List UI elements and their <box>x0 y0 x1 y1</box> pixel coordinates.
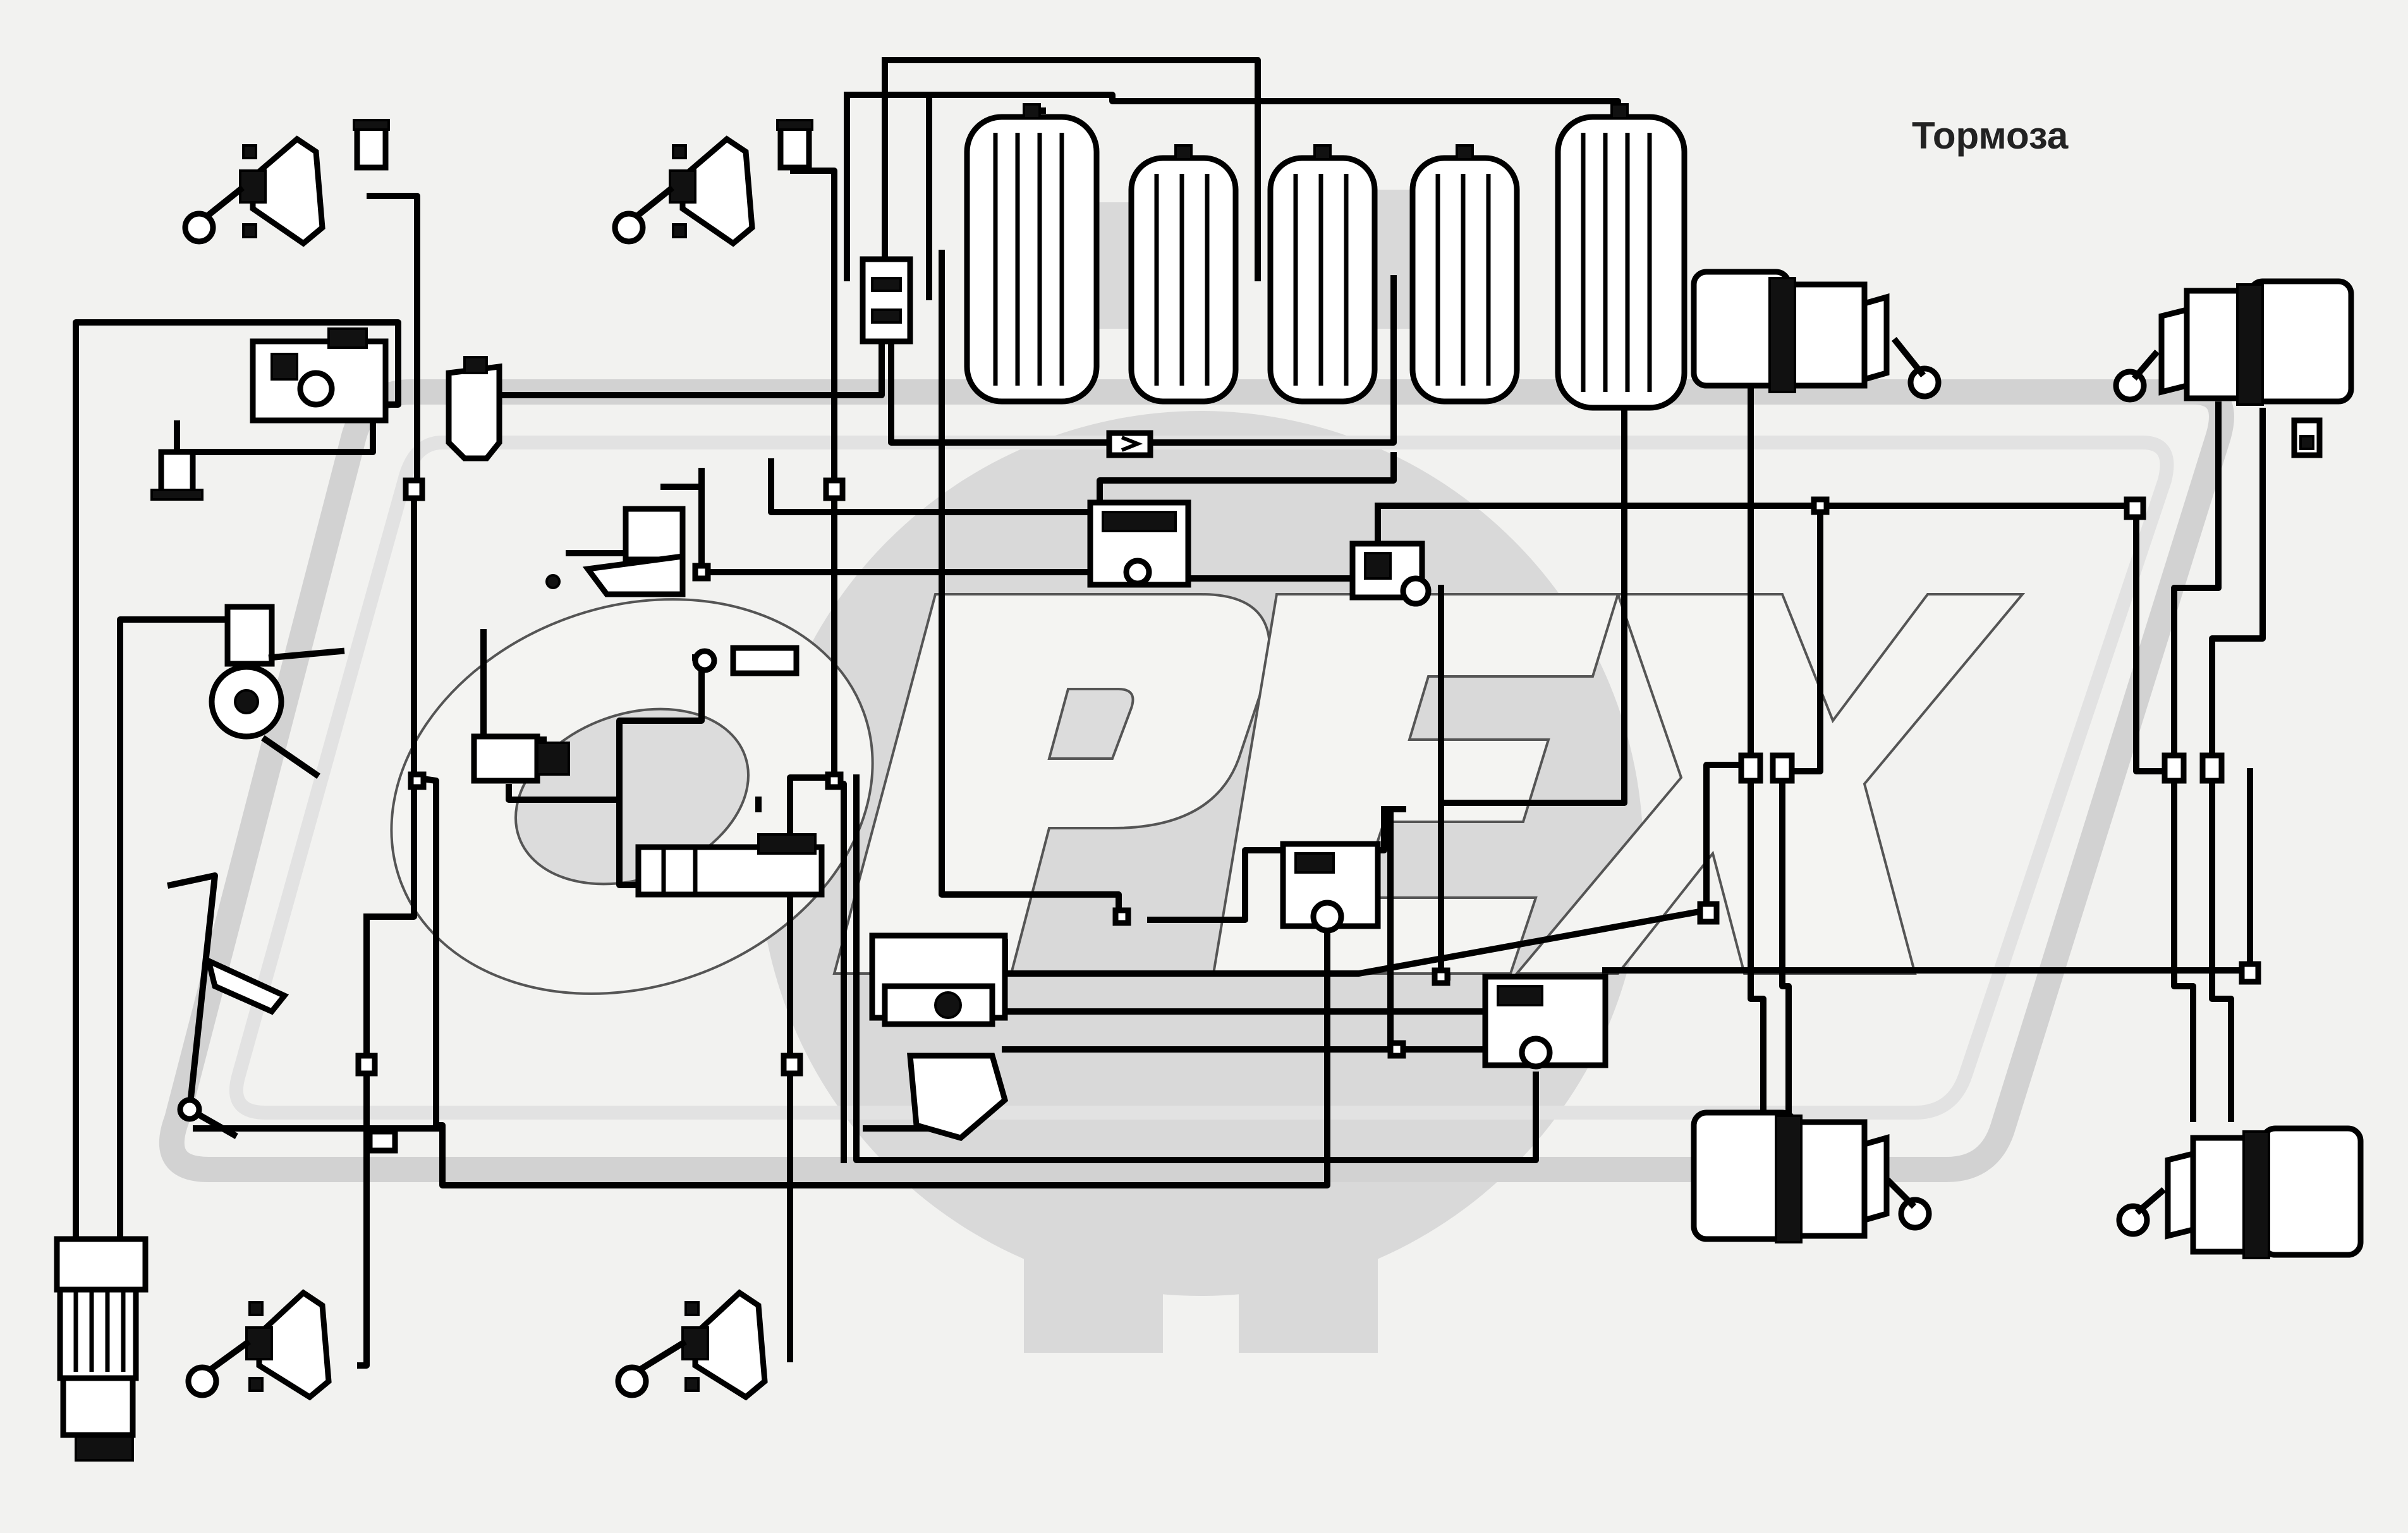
air-tank-2 <box>1128 144 1239 405</box>
air-tank-4 <box>1409 144 1520 405</box>
air-tank-3 <box>1267 144 1378 405</box>
brake-chamber-front-left-top <box>182 135 325 247</box>
warning-switch <box>2291 417 2323 458</box>
air-tank-5 <box>1555 103 1687 411</box>
relay-valve-right <box>1349 541 1432 607</box>
parking-brake-valve <box>471 733 570 784</box>
spring-brake-chamber-rear-2 <box>2113 278 2354 406</box>
brake-chamber-front-right-top <box>612 135 755 247</box>
relay-valve-left <box>1087 499 1191 588</box>
wheel-valve-right-top <box>776 119 813 171</box>
pneumatic-cylinder <box>635 833 825 898</box>
trailer-control-valve <box>1482 974 1608 1070</box>
moisture-separator <box>446 356 502 461</box>
air-tanks <box>964 103 1687 458</box>
spring-brake-chamber-rear-1 <box>1691 269 1942 400</box>
accelerator-valve <box>1280 841 1381 934</box>
air-tank-1 <box>964 103 1100 405</box>
spring-brake-chamber-rear-4 <box>2116 1125 2364 1259</box>
air-dryer-stack <box>54 1236 149 1462</box>
brake-valve-top <box>545 506 686 597</box>
drain-valve <box>150 449 204 501</box>
pressure-regulator <box>860 256 913 345</box>
watermark-frame-inner <box>229 436 2174 1120</box>
check-valve <box>1106 430 1153 458</box>
pedal-assembly <box>167 872 289 1139</box>
diagram-title: Тормоза <box>1912 114 2069 157</box>
dual-brake-valve <box>869 932 1009 1141</box>
four-circuit-protection-valve <box>250 327 389 424</box>
wheel-valve-left-top <box>353 119 390 171</box>
pipe-fittings <box>355 477 2261 1154</box>
control-cylinder-small <box>692 645 800 676</box>
brake-chamber-front-right-bottom <box>615 1289 768 1401</box>
brake-chamber-front-left-bottom <box>185 1289 332 1401</box>
compressor <box>209 604 345 779</box>
spring-brake-chamber-rear-3 <box>1691 1109 1932 1243</box>
